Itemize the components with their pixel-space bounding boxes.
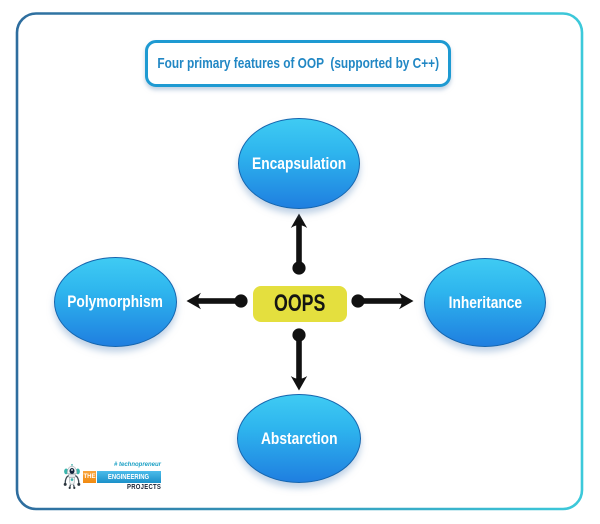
logo-the-label: THE [83, 474, 96, 480]
node-encapsulation-label: Encapsulation [251, 153, 347, 173]
node-polymorphism: Polymorphism [54, 257, 177, 347]
logo-engineering-box: ENGINEERING [97, 471, 161, 483]
node-polymorphism-label: Polymorphism [67, 292, 164, 311]
node-inheritance-label: Inheritance [448, 292, 522, 312]
robot-icon [63, 464, 81, 489]
logo-engineering-label: ENGINEERING [108, 473, 150, 481]
logo-hashtag: # technopreneur [113, 462, 161, 468]
node-encapsulation: Encapsulation [238, 118, 360, 209]
diagram-title-box: Four primary features of OOP (supported … [145, 40, 451, 87]
center-oops-label: OOPS [274, 290, 326, 317]
node-abstraction: Abstarction [237, 394, 361, 483]
arrow-right [351, 292, 414, 310]
logo-the-box: THE [83, 471, 96, 483]
outer-frame [15, 12, 584, 511]
arrow-down [290, 328, 308, 391]
logo-projects-label: PROJECTS [126, 484, 161, 491]
node-inheritance: Inheritance [424, 258, 546, 347]
node-abstraction-label: Abstarction [260, 428, 338, 448]
center-oops-box: OOPS [253, 286, 347, 322]
arrow-up [290, 213, 308, 275]
brand-logo: # technopreneur THE ENGINEERING PROJECTS [63, 461, 163, 491]
arrow-left [186, 292, 248, 310]
diagram-title: Four primary features of OOP (supported … [157, 55, 439, 72]
